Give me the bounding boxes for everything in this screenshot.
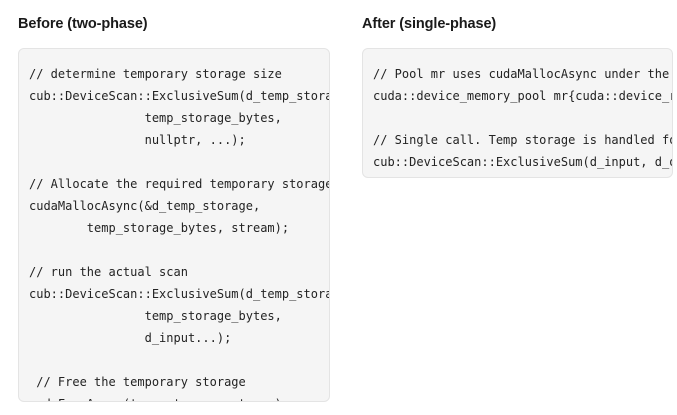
after-code-block: // Pool mr uses cudaMallocAsync under th…: [373, 67, 672, 169]
after-code-panel: // Pool mr uses cudaMallocAsync under th…: [362, 48, 673, 178]
before-column: Before (two-phase) // determine temporar…: [18, 0, 330, 402]
before-code-block: // determine temporary storage size cub:…: [29, 67, 329, 401]
before-panel-title: Before (two-phase): [18, 16, 148, 32]
before-code-panel: // determine temporary storage size cub:…: [18, 48, 330, 402]
after-panel-title: After (single-phase): [362, 16, 497, 32]
after-column: After (single-phase) // Pool mr uses cud…: [362, 0, 673, 178]
